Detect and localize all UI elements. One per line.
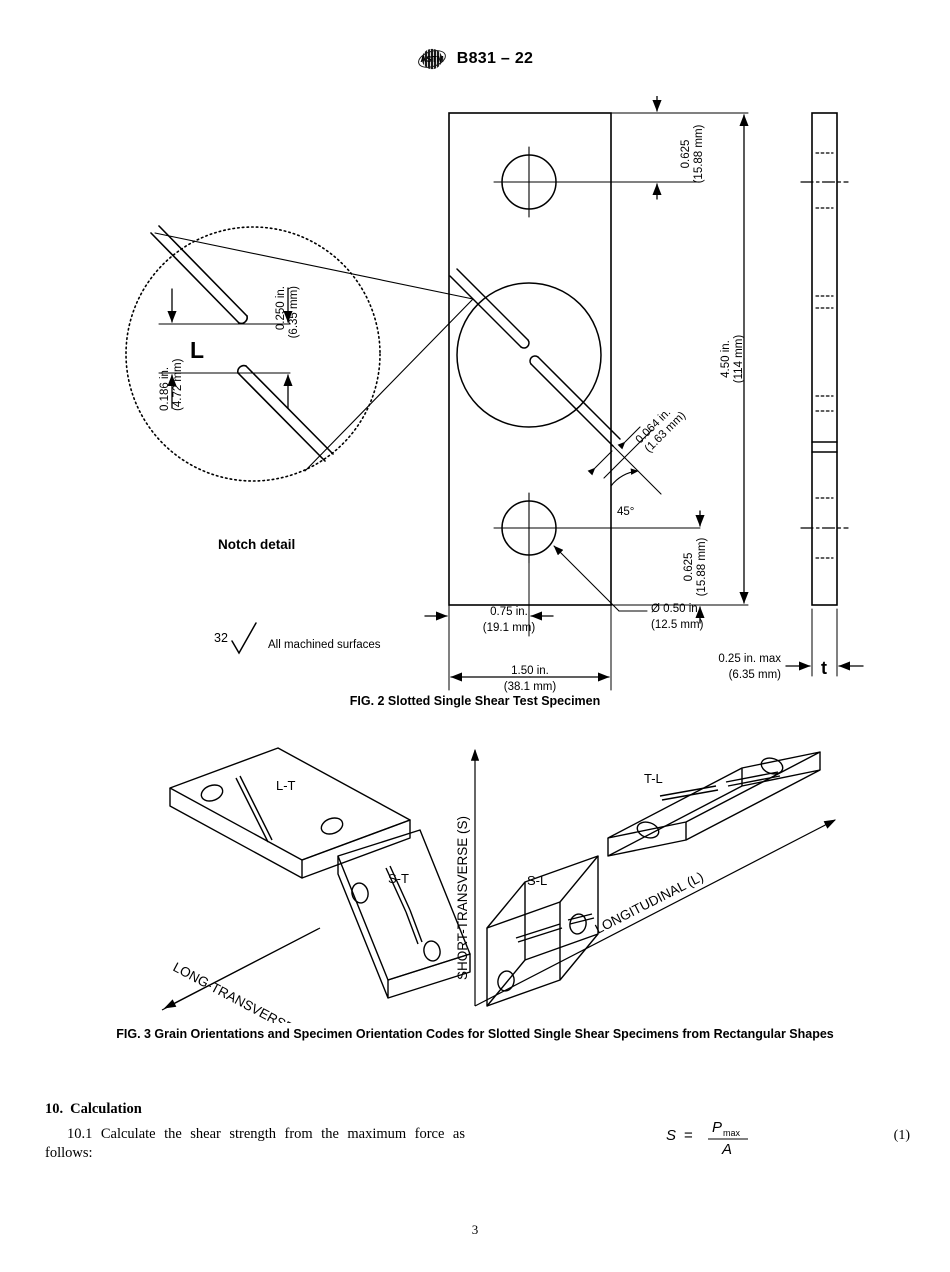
dim-top-hole-value: 0.625 bbox=[680, 140, 692, 169]
equation-1: S = P max A (1) bbox=[660, 1112, 910, 1158]
equation-numerator-subscript: max bbox=[723, 1128, 741, 1138]
surface-finish-note: All machined surfaces bbox=[268, 639, 381, 651]
dim-bottom-hole-value: 0.625 bbox=[683, 553, 695, 582]
notch-detail-L-label: L bbox=[190, 337, 204, 363]
astm-logo: ASTM bbox=[417, 48, 446, 70]
figure-3-caption: FIG. 3 Grain Orientations and Specimen O… bbox=[116, 1027, 834, 1041]
notch-dim-top-mm: (6.35 mm) bbox=[288, 286, 300, 339]
equation-number: (1) bbox=[893, 1128, 910, 1143]
notch-dim-bottom-value: 0.186 in. bbox=[159, 367, 171, 411]
dim-hole-dia-value: Ø 0.50 in. bbox=[651, 603, 701, 615]
section-title: Calculation bbox=[70, 1101, 142, 1117]
equation-numerator: P bbox=[712, 1119, 722, 1136]
orientation-code-lt: L-T bbox=[276, 778, 296, 793]
notch-dim-top-value: 0.250 in. bbox=[275, 286, 287, 330]
axis-label-short-transverse: SHORT-TRANSVERSE (S) bbox=[455, 816, 470, 980]
dim-hole-dia-mm: (12.5 mm) bbox=[651, 619, 704, 631]
equation-lhs: S bbox=[666, 1127, 676, 1144]
page-header: ASTM B831 – 22 bbox=[0, 44, 950, 74]
page-number: 3 bbox=[471, 1222, 479, 1237]
dim-thickness-mm: (6.35 mm) bbox=[729, 669, 782, 681]
section-paragraph: 10.1 Calculate the shear strength from t… bbox=[45, 1125, 465, 1161]
orientation-code-st: S-T bbox=[388, 871, 409, 886]
dim-width-mm: (38.1 mm) bbox=[504, 681, 557, 693]
dim-width-value: 1.50 in. bbox=[511, 665, 549, 677]
dim-angle-label: 45° bbox=[617, 506, 634, 518]
equation-denominator: A bbox=[721, 1141, 732, 1158]
thickness-symbol: t bbox=[821, 658, 827, 678]
section-number: 10. bbox=[45, 1101, 64, 1117]
document-designation: B831 – 22 bbox=[456, 50, 534, 67]
axis-label-longitudinal: LONGITUDINAL (L) bbox=[593, 869, 706, 937]
dim-top-hole-mm: (15.88 mm) bbox=[693, 124, 705, 183]
dim-length-mm: (114 mm) bbox=[733, 335, 745, 384]
equation-equals: = bbox=[684, 1127, 693, 1144]
section-heading: 10. Calculation bbox=[45, 1100, 465, 1119]
dim-bottom-hole-mm: (15.88 mm) bbox=[696, 537, 708, 596]
calculation-section: 10. Calculation 10.1 Calculate the shear … bbox=[45, 1100, 465, 1163]
svg-text:ASTM: ASTM bbox=[420, 55, 444, 64]
dim-thickness-value: 0.25 in. max bbox=[718, 653, 781, 665]
dim-offset-value: 0.75 in. bbox=[490, 606, 528, 618]
orientation-code-sl: S-L bbox=[527, 873, 547, 888]
figure-3-drawing: L-T S-T S-L T-L LONG-TRANSVERSE (T) SHOR… bbox=[0, 738, 950, 1023]
dim-length-value: 4.50 in. bbox=[720, 340, 732, 378]
orientation-code-tl: T-L bbox=[644, 771, 663, 786]
dim-offset-mm: (19.1 mm) bbox=[483, 622, 536, 634]
notch-detail-title: Notch detail bbox=[218, 537, 295, 552]
figure-2-caption: FIG. 2 Slotted Single Shear Test Specime… bbox=[349, 694, 601, 708]
axis-label-long-transverse: LONG-TRANSVERSE (T) bbox=[171, 959, 315, 1023]
surface-finish-value: 32 bbox=[214, 631, 228, 645]
figure-2-drawing: L 0.250 in. (6.35 mm) 0.186 in. (4.72 mm… bbox=[0, 96, 950, 696]
notch-dim-bottom-mm: (4.72 mm) bbox=[172, 358, 184, 411]
